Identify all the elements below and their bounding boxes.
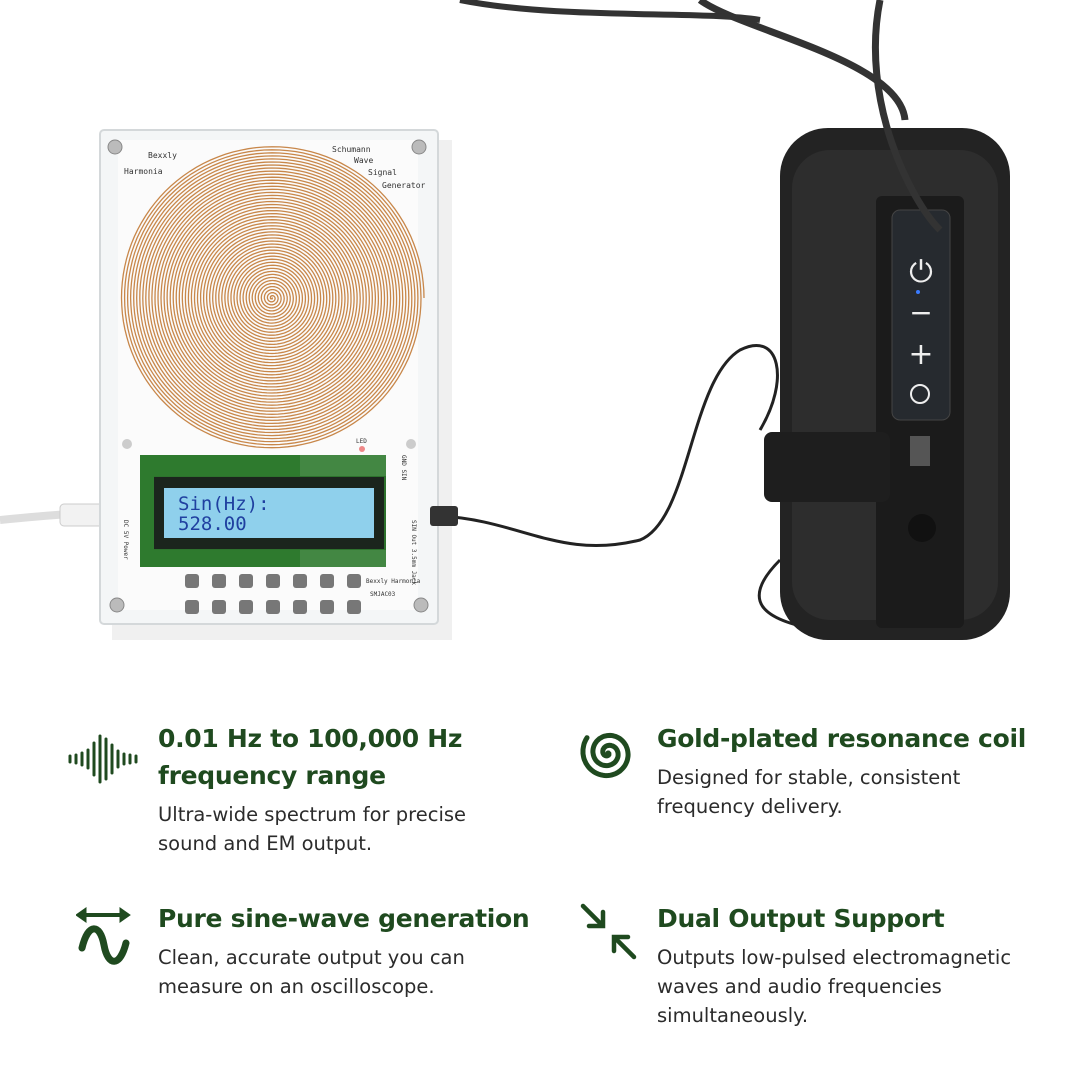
keypad-button[interactable] — [212, 600, 226, 614]
keypad-button[interactable] — [320, 574, 334, 588]
volume-up-icon[interactable]: + — [908, 337, 933, 372]
keypad-button[interactable] — [239, 600, 253, 614]
keypad-button[interactable] — [239, 574, 253, 588]
speaker-clip — [764, 432, 890, 502]
keypad-button[interactable] — [185, 600, 199, 614]
feature-description: Ultra-wide spectrum for precise sound an… — [158, 803, 467, 855]
feature-1-text: 0.01 Hz to 100,000 Hz frequency range Ul… — [158, 720, 518, 858]
title-line: Signal — [368, 168, 397, 177]
keypad-button[interactable] — [293, 574, 307, 588]
mode-icon[interactable] — [910, 384, 930, 404]
feature-title: Dual Output Support — [657, 904, 945, 933]
led-label: LED — [356, 438, 367, 445]
gold-coil — [120, 146, 425, 449]
sound-wave-icon — [68, 734, 138, 784]
sine-wave-icon — [76, 907, 131, 965]
keypad-button[interactable] — [185, 574, 199, 588]
keypad-button[interactable] — [320, 600, 334, 614]
title-line: Schumann — [332, 145, 371, 154]
feature-description: Designed for stable, consistent frequenc… — [657, 766, 961, 818]
screw — [107, 139, 429, 613]
arrows-inward-icon — [580, 903, 637, 960]
feature-3-text: Pure sine-wave generation Clean, accurat… — [158, 900, 538, 1001]
title-line: Generator — [382, 181, 426, 190]
feature-2-text: Gold-plated resonance coil Designed for … — [657, 720, 1047, 821]
usb-port — [910, 436, 930, 466]
feature-title: Gold-plated resonance coil — [657, 724, 1026, 753]
keypad-button[interactable] — [347, 574, 361, 588]
keypad-button[interactable] — [347, 600, 361, 614]
feature-description: Clean, accurate output you can measure o… — [158, 946, 465, 998]
jack-label: SIN Out 3.5mm Jack — [410, 520, 417, 585]
audio-jack — [430, 506, 458, 526]
feature-4-text: Dual Output Support Outputs low-pulsed e… — [657, 900, 1037, 1030]
keypad-button[interactable] — [266, 600, 280, 614]
model-label: SMJAC03 — [370, 591, 396, 598]
feature-title: Pure sine-wave generation — [158, 904, 530, 933]
lcd-line-1: Sin(Hz): — [178, 493, 270, 515]
signal-generator: Bexxly Harmonia Schumann Wave Signal Gen… — [99, 129, 439, 625]
keypad-button[interactable] — [293, 600, 307, 614]
maker-label: Bexxly Harmonia — [366, 578, 421, 585]
spiral-coil-icon — [580, 732, 631, 779]
power-icon[interactable]: ⏻ — [909, 255, 933, 290]
gnd-sin-label: GND SIN — [400, 455, 407, 481]
keypad-button[interactable] — [212, 574, 226, 588]
title-line: Wave — [354, 156, 373, 165]
brand-top: Bexxly — [148, 151, 177, 160]
feature-title: 0.01 Hz to 100,000 Hz frequency range — [158, 724, 463, 790]
lcd-screen — [164, 488, 374, 538]
bluetooth-speaker: ⏻ − + — [459, 0, 1010, 640]
brand-bottom: Harmonia — [124, 167, 163, 176]
power-label: DC 5V Power — [122, 520, 129, 560]
feature-description: Outputs low-pulsed electromagnetic waves… — [657, 946, 1012, 1027]
volume-down-icon[interactable]: − — [909, 296, 932, 329]
lcd-line-2: 528.00 — [178, 513, 247, 535]
product-photo: Bexxly Harmonia Schumann Wave Signal Gen… — [0, 0, 1010, 640]
keypad — [185, 574, 361, 614]
speaker-strap — [697, 0, 909, 121]
keypad-button[interactable] — [266, 574, 280, 588]
